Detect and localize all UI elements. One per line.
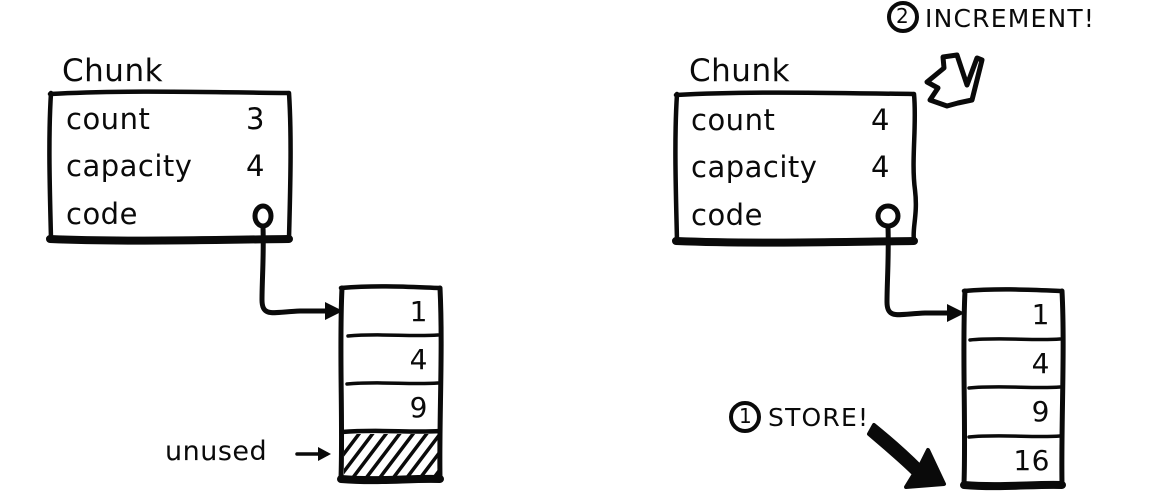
right-field-label-code: code [691, 198, 763, 232]
left-chunk-box [46, 89, 293, 245]
left-field-value-count: 3 [246, 102, 265, 136]
right-field-label-capacity: capacity [691, 150, 818, 184]
left-field-label-capacity: capacity [66, 149, 193, 183]
store-arrow-icon [867, 423, 946, 489]
right-array-cell-0: 1 [1031, 298, 1050, 331]
left-array-box [337, 284, 444, 485]
unused-arrow-icon [295, 447, 331, 461]
unused-label: unused [165, 436, 268, 467]
left-field-value-capacity: 4 [246, 149, 265, 183]
left-code-pointer [252, 203, 343, 320]
right-array-cell-3: 16 [1013, 444, 1050, 477]
left-array-cell-0: 1 [409, 295, 428, 328]
increment-arrow-icon [924, 52, 985, 109]
right-array-cell-1: 4 [1031, 347, 1050, 380]
right-field-label-count: count [691, 103, 776, 137]
right-chunk-box [672, 90, 919, 247]
left-field-label-count: count [66, 102, 151, 136]
right-field-value-count: 4 [871, 103, 890, 137]
step-2-circle [887, 1, 919, 33]
left-struct-title: Chunk [62, 53, 164, 89]
right-field-value-capacity: 4 [871, 150, 890, 184]
step-1-label: STORE! [768, 403, 870, 432]
left-array-cell-2: 9 [409, 391, 428, 424]
left-field-label-code: code [66, 197, 138, 231]
step-2-label: INCREMENT! [925, 4, 1096, 33]
left-array-cell-1: 4 [409, 343, 428, 376]
unused-hatch [344, 434, 438, 478]
right-code-pointer [875, 203, 965, 322]
right-array-box [960, 287, 1066, 491]
right-array-cell-2: 9 [1031, 395, 1050, 428]
step-2-number: 2 [896, 4, 909, 28]
step-1-circle [729, 401, 761, 433]
step-1-number: 1 [739, 404, 752, 428]
right-struct-title: Chunk [689, 53, 791, 89]
